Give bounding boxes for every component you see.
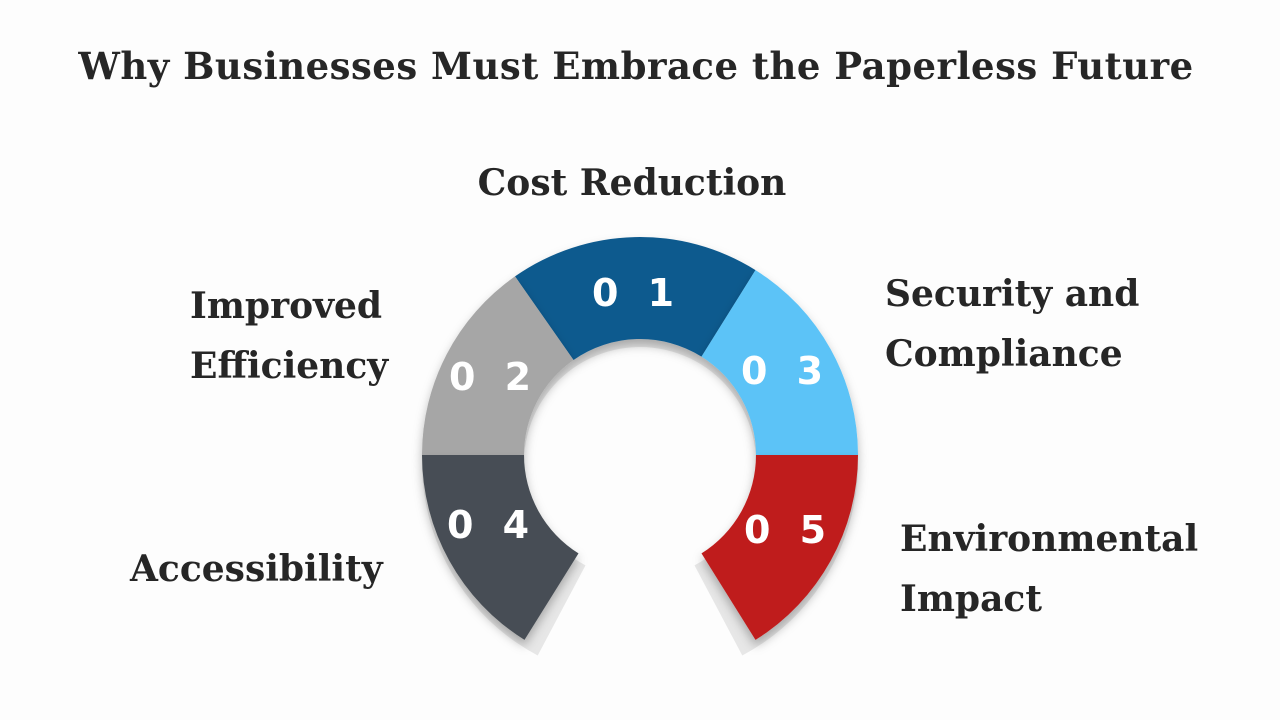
segment-number-environmental-impact: 0 5 xyxy=(744,508,834,552)
segment-label-line: Efficiency xyxy=(190,345,389,387)
ring-segment-accessibility xyxy=(422,455,579,640)
segment-label-environmental-impact: Environmental Impact xyxy=(900,509,1198,629)
segment-label-line: Compliance xyxy=(885,333,1123,375)
segment-number-security-compliance: 0 3 xyxy=(741,349,831,393)
segment-label-security-compliance: Security and Compliance xyxy=(885,264,1139,384)
segment-number-cost-reduction: 0 1 xyxy=(592,271,682,315)
page-title: Why Businesses Must Embrace the Paperles… xyxy=(78,44,1194,88)
segment-label-line: Cost Reduction xyxy=(477,162,787,204)
segment-label-improved-efficiency: Improved Efficiency xyxy=(190,276,388,396)
ring-segment-environmental-impact xyxy=(701,455,858,640)
segment-label-line: Accessibility xyxy=(130,548,383,590)
segment-label-line: Improved xyxy=(190,285,383,327)
ring-segment-cost-reduction xyxy=(515,236,756,360)
segment-number-accessibility: 0 4 xyxy=(447,503,537,547)
segment-number-improved-efficiency: 0 2 xyxy=(449,355,539,399)
ring-segment-improved-efficiency xyxy=(422,276,574,455)
segment-label-line: Impact xyxy=(900,578,1042,620)
segment-label-accessibility: Accessibility xyxy=(130,539,383,599)
segment-label-line: Security and xyxy=(885,273,1140,315)
ring-segment-security-compliance xyxy=(701,270,858,455)
segment-label-line: Environmental xyxy=(900,518,1199,560)
segment-label-cost-reduction: Cost Reduction xyxy=(420,153,844,213)
